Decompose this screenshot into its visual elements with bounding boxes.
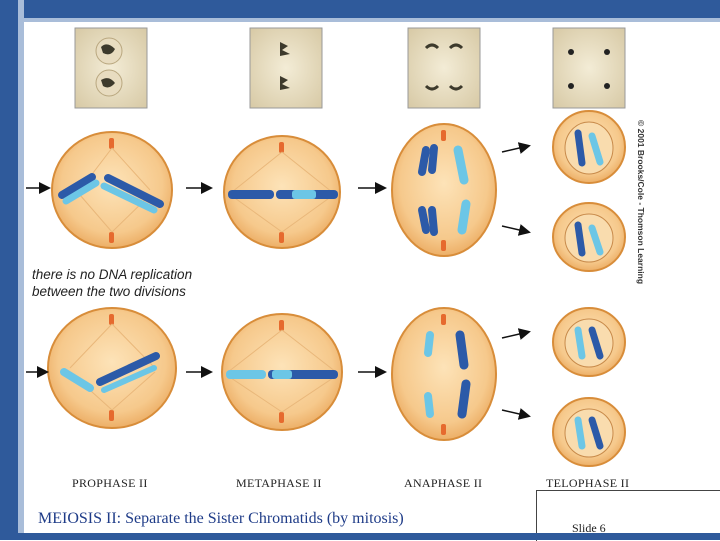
label-prophase: PROPHASE II xyxy=(72,476,148,491)
cell-prophase-bottom xyxy=(48,308,176,428)
cell-anaphase-top xyxy=(392,124,496,256)
note-line-1: there is no DNA replication xyxy=(32,266,192,283)
copyright-text: © 2001 Brooks/Cole - Thomson Learning xyxy=(636,120,646,284)
label-anaphase: ANAPHASE II xyxy=(404,476,482,491)
cell-telophase-top-1 xyxy=(553,111,625,183)
micrograph-anaphase xyxy=(408,28,480,108)
micrograph-telophase xyxy=(553,28,625,108)
copyright-credit: © 2001 Brooks/Cole - Thomson Learning xyxy=(636,120,648,300)
replication-note: there is no DNA replication between the … xyxy=(32,266,192,300)
cell-telophase-bottom-2 xyxy=(553,398,625,466)
slide-caption: MEIOSIS II: Separate the Sister Chromati… xyxy=(38,510,404,528)
slide-frame-bottom xyxy=(0,533,720,540)
label-telophase: TELOPHASE II xyxy=(546,476,629,491)
cell-telophase-bottom-1 xyxy=(553,308,625,376)
micrograph-metaphase xyxy=(250,28,322,108)
cell-telophase-top-2 xyxy=(553,203,625,271)
cell-metaphase-bottom xyxy=(222,314,342,430)
note-line-2: between the two divisions xyxy=(32,283,192,300)
cell-prophase-top xyxy=(52,132,172,248)
label-metaphase: METAPHASE II xyxy=(236,476,322,491)
micrograph-prophase xyxy=(75,28,147,108)
cell-anaphase-bottom xyxy=(392,308,496,440)
cell-metaphase-top xyxy=(224,136,340,248)
